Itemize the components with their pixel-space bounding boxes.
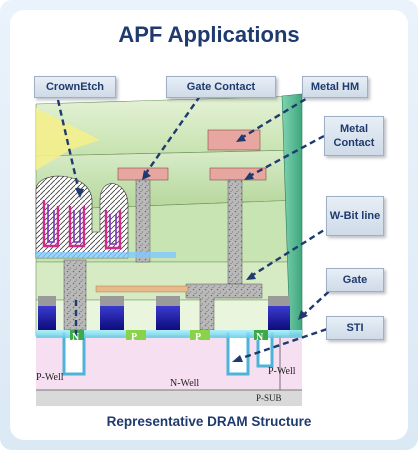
leader-gate-contact bbox=[143, 95, 201, 177]
leader-lines bbox=[56, 92, 341, 362]
leader-sti bbox=[235, 324, 337, 362]
p-well-left-label: P-Well bbox=[36, 372, 64, 383]
metal-hm-block bbox=[117, 129, 267, 181]
crown-capacitor bbox=[35, 175, 176, 259]
leader-gate bbox=[299, 284, 337, 319]
gate-label: Gate bbox=[326, 268, 384, 292]
n-region-left-label: N bbox=[72, 332, 80, 343]
p-sub-label: P-SUB bbox=[256, 393, 282, 403]
crown-etch-label: CrownEtch bbox=[34, 76, 116, 98]
p-well-right-label: P-Well bbox=[268, 366, 296, 377]
metal-contact-label: Metal Contact bbox=[324, 116, 384, 156]
leader-arrowheads bbox=[75, 134, 308, 362]
diagram-caption: Representative DRAM Structure bbox=[106, 414, 312, 429]
leader-metal-hm bbox=[237, 92, 315, 142]
sti-label: STI bbox=[326, 316, 384, 340]
gate-contact-label: Gate Contact bbox=[166, 76, 276, 98]
n-region-right-label: N bbox=[256, 332, 264, 343]
p-region-label-2: P bbox=[195, 332, 202, 343]
tungsten-plugs bbox=[63, 179, 263, 331]
leader-metal-contact bbox=[245, 134, 325, 180]
w-bit-line-label: W-Bit line bbox=[326, 196, 384, 236]
n-well-label: N-Well bbox=[170, 378, 200, 389]
metal-hm-label: Metal HM bbox=[302, 76, 368, 98]
slide-title: APF Applications bbox=[118, 22, 300, 47]
leader-crown-etch bbox=[56, 99, 82, 197]
leader-w-bit-line bbox=[247, 218, 341, 280]
gate-stacks bbox=[38, 285, 290, 330]
p-region-label: P bbox=[131, 332, 138, 343]
